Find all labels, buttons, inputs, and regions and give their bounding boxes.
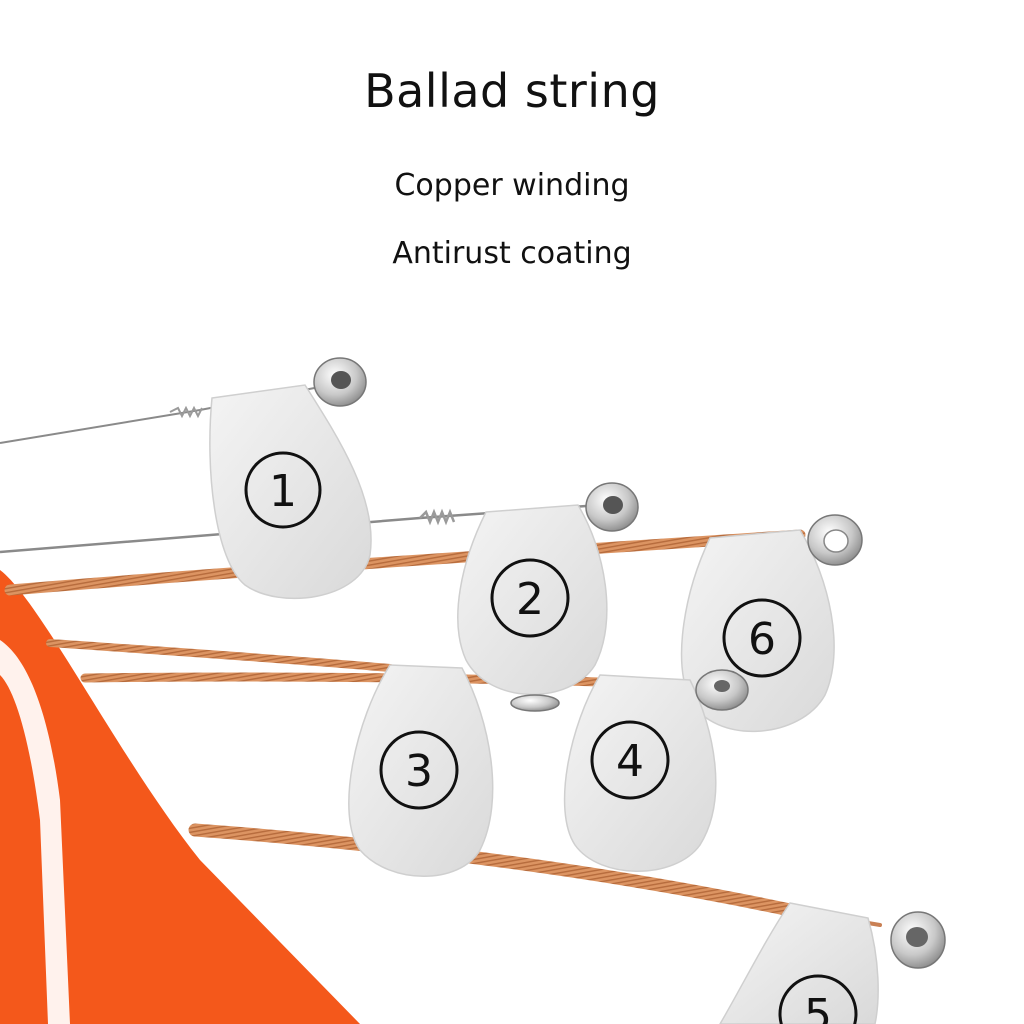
ball-end-3 — [510, 694, 560, 712]
ball-ends — [313, 357, 946, 969]
ball-end-5 — [890, 911, 946, 969]
string-tag-3: 3 — [348, 664, 494, 877]
ball-end-1 — [313, 357, 367, 407]
ball-end-4 — [695, 669, 749, 711]
tag-label-6: 6 — [748, 614, 776, 665]
orange-bag — [0, 570, 360, 1024]
product-title: Ballad string — [364, 64, 660, 118]
string-tag-5: 5 — [719, 902, 879, 1024]
tag-label-4: 4 — [616, 736, 644, 787]
ball-end-2 — [585, 482, 639, 532]
feature-antirust-coating: Antirust coating — [392, 236, 632, 271]
feature-copper-winding: Copper winding — [394, 168, 630, 203]
tag-label-3: 3 — [405, 746, 433, 797]
string-tag-2: 2 — [457, 504, 608, 696]
tag-label-2: 2 — [516, 574, 544, 625]
tag-label-1: 1 — [269, 466, 297, 517]
string-tag-4: 4 — [563, 674, 717, 872]
tag-label-5: 5 — [804, 990, 832, 1024]
string-tag-1: 1 — [209, 384, 372, 600]
ball-end-6 — [807, 514, 863, 566]
